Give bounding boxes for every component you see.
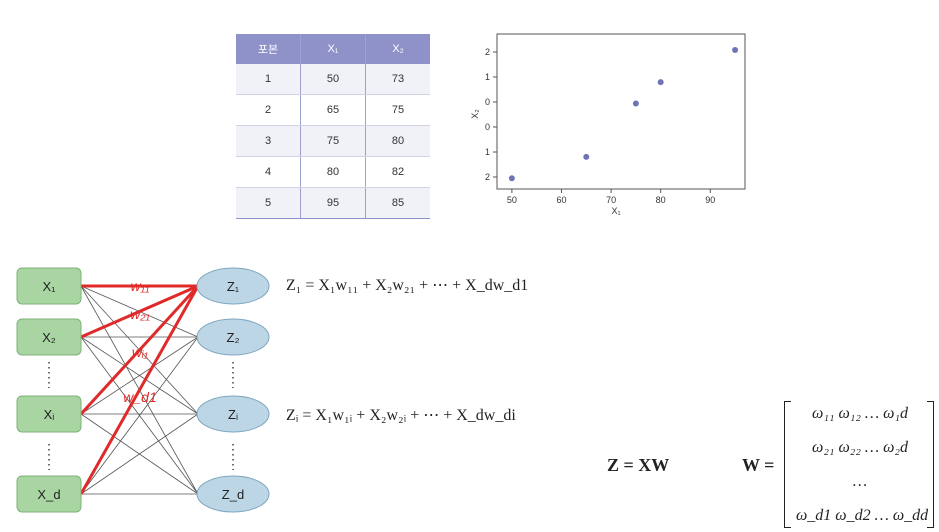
equation-w-label: W = — [742, 455, 775, 475]
table-cell: 50 — [300, 64, 366, 95]
scatter-point — [632, 100, 639, 107]
highlight-connection — [79, 285, 200, 495]
table-cell: 5 — [236, 187, 301, 219]
scatter-point — [732, 47, 739, 54]
y-tick-label: 0 — [485, 97, 490, 107]
output-node — [196, 267, 270, 305]
table-cell: 4 — [236, 156, 301, 188]
output-node-label: Z₂ — [227, 330, 240, 345]
weight-label: w₁₁ — [131, 278, 151, 294]
table-header-row: 포본 X₁ X₂ — [236, 34, 430, 64]
equation-z1: Z₁ = X₁w₁₁ + X₂w₂₁ + ⋯ + X_dw_d1 — [286, 275, 528, 295]
input-node-label: Xᵢ — [44, 407, 55, 422]
matrix-row-4: ω_d1 ω_d2 … ω_dd — [796, 507, 929, 524]
table-row: 2 65 75 — [236, 94, 430, 126]
weight-label: w₂₁ — [130, 306, 150, 322]
input-node — [16, 318, 82, 356]
y-axis-label: X₂ — [470, 109, 480, 119]
y-tick-label: 2 — [485, 47, 490, 57]
input-node — [16, 475, 82, 513]
equation-z1-text: Z₁ = X₁w₁₁ + X₂w₂₁ + ⋯ + X_dw_d1 — [286, 277, 529, 294]
weight-label: w_d1 — [123, 389, 156, 405]
table-cell: 65 — [300, 94, 366, 126]
matrix-row-1: ω₁₁ ω₁₂ … ω₁d — [812, 405, 908, 422]
y-tick-label: 1 — [485, 147, 490, 157]
table-row: 1 50 73 — [236, 64, 430, 95]
x-tick-label: 60 — [556, 195, 566, 205]
table-row: 3 75 80 — [236, 125, 430, 157]
output-node-label: Zᵢ — [228, 407, 238, 422]
x-tick-label: 80 — [656, 195, 666, 205]
scatter-point — [508, 175, 515, 182]
y-tick-label: 0 — [485, 122, 490, 132]
output-node — [196, 395, 270, 433]
output-node — [196, 475, 270, 513]
x-tick-label: 50 — [507, 195, 517, 205]
table-cell: 75 — [300, 125, 366, 157]
equation-z-xw: Z = XW — [607, 455, 670, 475]
matrix-row-3: … — [852, 473, 868, 490]
table-cell: 3 — [236, 125, 301, 157]
table-row: 4 80 82 — [236, 156, 430, 188]
input-node-label: X_d — [37, 487, 60, 502]
col-header-sample: 포본 — [236, 34, 301, 64]
table-cell: 2 — [236, 94, 301, 126]
scatter-point — [657, 79, 664, 86]
scatter-plot: 2 1 0 0 1 2 50 60 70 80 90 X₁ X₂ — [470, 33, 746, 216]
output-node-label: Z₁ — [227, 279, 240, 294]
y-tick-label: 2 — [485, 172, 490, 182]
table-cell: 1 — [236, 64, 301, 95]
connection-line — [80, 413, 199, 495]
table-cell: 82 — [365, 156, 430, 188]
table-cell: 95 — [300, 187, 366, 219]
weight-matrix: ω₁₁ ω₁₂ … ω₁d ω₂₁ ω₂₂ … ω₂d … ω_d1 ω_d2 … — [784, 401, 934, 528]
sample-table: 포본 X₁ X₂ 1 50 73 2 65 75 3 75 80 4 80 82… — [236, 34, 430, 219]
equation-zi: Zᵢ = X₁w₁ᵢ + X₂w₂ᵢ + ⋯ + X_dw_di — [286, 405, 516, 425]
input-node-label: X₂ — [42, 330, 56, 345]
equation-zi-text: Zᵢ = X₁w₁ᵢ + X₂w₂ᵢ + ⋯ + X_dw_di — [286, 407, 516, 424]
table-row: 5 95 85 — [236, 187, 430, 219]
x-tick-label: 70 — [606, 195, 616, 205]
col-header-x2: X₂ — [365, 34, 430, 64]
table-cell: 75 — [365, 94, 430, 126]
matrix-row-2: ω₂₁ ω₂₂ … ω₂d — [812, 439, 908, 456]
table-cell: 80 — [365, 125, 430, 157]
matrix-right-bracket — [927, 401, 934, 528]
scatter-point — [583, 153, 590, 160]
matrix-left-bracket — [784, 401, 791, 528]
table-cell: 73 — [365, 64, 430, 95]
input-node — [16, 395, 82, 433]
x-axis-label: X₁ — [611, 206, 620, 216]
highlight-connection — [79, 284, 200, 416]
table-cell: 80 — [300, 156, 366, 188]
x-tick-label: 90 — [705, 195, 715, 205]
highlight-connection — [80, 284, 199, 339]
output-node-label: Z_d — [222, 487, 244, 502]
table-cell: 85 — [365, 187, 430, 219]
connection-line — [80, 336, 199, 495]
network-diagram: X₁ X₂ XᵢX_d Z₁ Z₂ ZᵢZ_d w₁₁ w₂₁ wᵢ₁ w_d1 — [16, 267, 270, 513]
input-node — [16, 267, 82, 305]
col-header-x1: X₁ — [300, 34, 366, 64]
input-node-label: X₁ — [42, 279, 56, 294]
connection-line — [80, 336, 199, 415]
y-tick-label: 1 — [485, 72, 490, 82]
plot-frame — [496, 33, 746, 190]
output-node — [196, 318, 270, 356]
weight-label: wᵢ₁ — [132, 344, 149, 360]
